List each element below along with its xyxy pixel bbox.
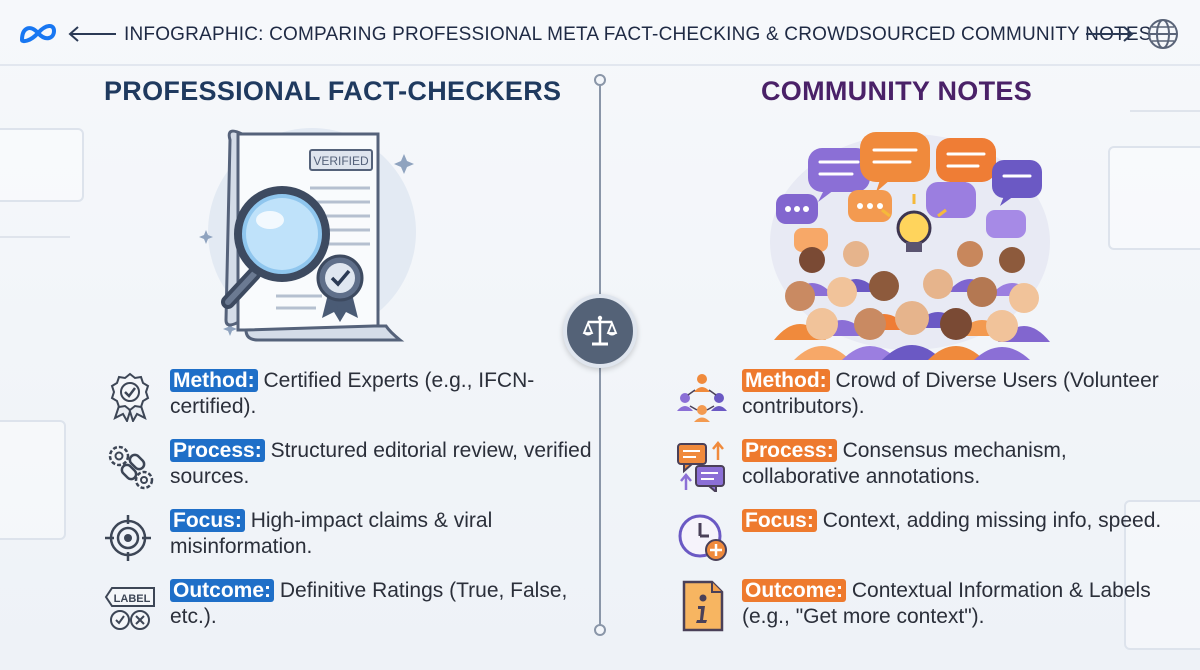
right-row-outcome: Outcome: Contextual Information & Labels… xyxy=(676,578,1176,638)
speech-bubbles xyxy=(776,132,1042,252)
chat-bubbles-icon xyxy=(677,441,725,492)
divider-dot xyxy=(594,74,606,86)
arrow-right-icon xyxy=(1086,26,1134,42)
focus-label: Focus: xyxy=(742,509,817,532)
left-row-method: Method: Certified Experts (e.g., IFCN-ce… xyxy=(104,368,574,428)
crowd-people xyxy=(774,241,1050,360)
clock-plus-icon xyxy=(678,514,727,561)
right-row-method: Method: Crowd of Diverse Users (Voluntee… xyxy=(676,368,1176,428)
background-line-deco xyxy=(1130,110,1200,112)
header-divider xyxy=(0,64,1200,66)
focus-label: Focus: xyxy=(170,509,245,532)
lightbulb-icon xyxy=(881,194,947,252)
process-text: Consensus mechanism, collaborative annot… xyxy=(742,439,1067,488)
process-label: Process: xyxy=(742,439,837,462)
outcome-text: Definitive Ratings (True, False, etc.). xyxy=(170,579,568,628)
background-window-deco xyxy=(0,420,66,540)
left-row-focus: Focus: High-impact claims & viral misinf… xyxy=(104,508,574,568)
method-label: Method: xyxy=(170,369,258,392)
outcome-label: Outcome: xyxy=(170,579,275,602)
process-text: Structured editorial review, verified so… xyxy=(170,439,592,488)
target-icon xyxy=(105,515,151,561)
background-window-deco xyxy=(0,128,84,202)
right-row-process: Process: Consensus mechanism, collaborat… xyxy=(676,438,1176,498)
divider-dot xyxy=(594,624,606,636)
header-title: Infographic: Comparing Professional Meta… xyxy=(124,24,1152,45)
outcome-label: Outcome: xyxy=(742,579,847,602)
outcome-text: Contextual Information & Labels (e.g., "… xyxy=(742,579,1151,628)
label-tag-icon: LABEL xyxy=(104,587,155,630)
right-column-title: COMMUNITY NOTES xyxy=(761,76,1033,106)
background-window-deco xyxy=(1124,500,1200,650)
community-crowd-illustration xyxy=(770,132,1050,360)
verified-stamp-text: VERIFIED xyxy=(313,154,369,168)
left-column-title: PROFESSIONAL FACT-CHECKERS xyxy=(104,76,562,106)
process-label: Process: xyxy=(170,439,265,462)
award-ribbon-icon xyxy=(110,372,150,422)
gears-link-icon xyxy=(108,445,154,490)
label-tag-text: LABEL xyxy=(114,593,151,605)
background-window-deco xyxy=(1108,146,1200,250)
info-document-icon xyxy=(682,580,724,632)
left-row-outcome: LABEL Outcome: Definitive Ratings (True,… xyxy=(104,578,574,638)
arrow-left-icon xyxy=(68,26,116,42)
header-bar: Infographic: Comparing Professional Meta… xyxy=(0,0,1200,68)
globe-icon xyxy=(1148,19,1178,49)
background-line-deco xyxy=(0,236,70,238)
focus-text: High-impact claims & viral misinformatio… xyxy=(170,509,493,558)
verified-document-magnifier-illustration: VERIFIED xyxy=(199,128,416,342)
meta-logo-icon xyxy=(19,24,57,44)
people-network-icon xyxy=(677,374,727,422)
left-row-process: Process: Structured editorial review, ve… xyxy=(104,438,592,498)
method-text: Certified Experts (e.g., IFCN-certified)… xyxy=(170,369,535,418)
balance-scale-icon xyxy=(563,294,637,368)
method-label: Method: xyxy=(742,369,830,392)
right-row-focus: Focus: Context, adding missing info, spe… xyxy=(676,508,1176,568)
method-text: Crowd of Diverse Users (Volunteer contri… xyxy=(742,369,1159,418)
focus-text: Context, adding missing info, speed. xyxy=(822,509,1162,532)
